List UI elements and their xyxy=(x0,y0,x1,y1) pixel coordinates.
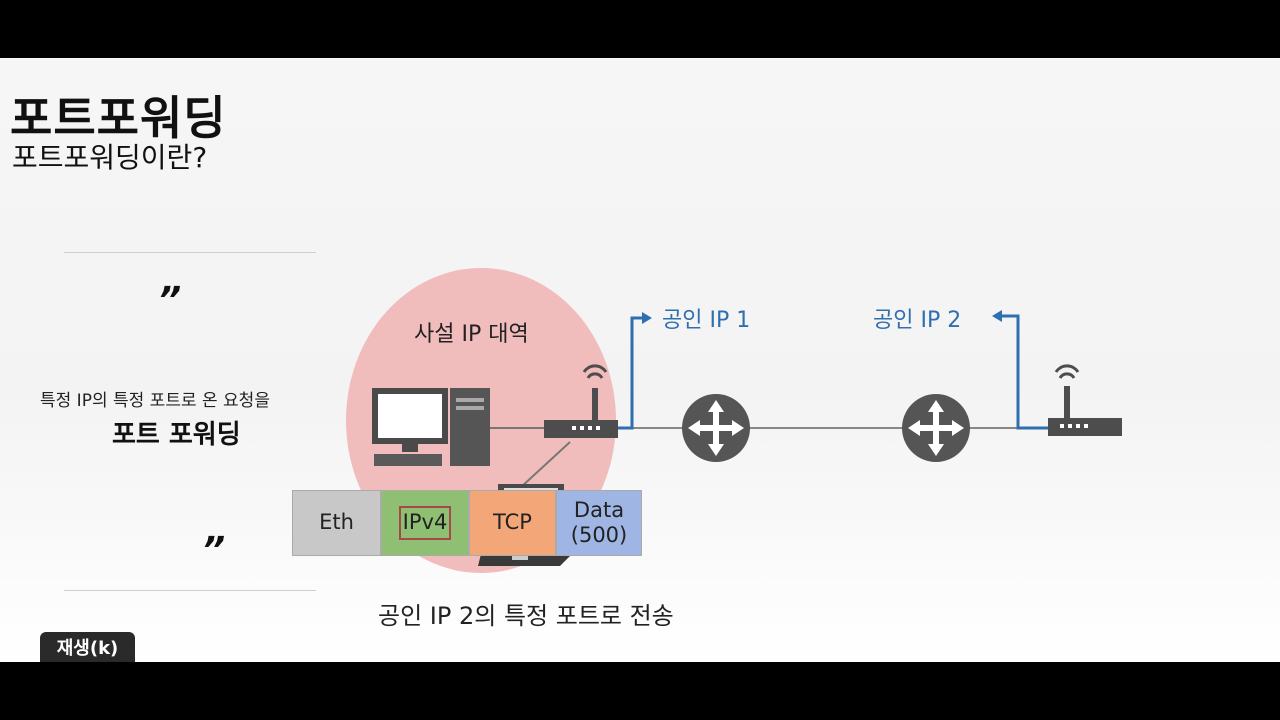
packet-tcp-segment: TCP xyxy=(469,490,556,556)
wifi-router-icon xyxy=(544,364,618,438)
remote-wifi-router-icon xyxy=(1048,364,1122,436)
public-ip2-label: 공인 IP 2 xyxy=(873,308,962,333)
packet-eth-label: Eth xyxy=(319,510,354,535)
public-ip2-arrow xyxy=(1000,314,1050,430)
packet-ipv4-segment: IPv4 xyxy=(381,490,469,556)
presentation-slide: 포트포워딩 포트포워딩이란? ” 특정 IP의 특정 포트로 온 요청을 포트 … xyxy=(0,58,1280,662)
quote-line-1: 특정 IP의 특정 포트로 온 요청을 xyxy=(40,391,270,411)
public-ip1-label: 공인 IP 1 xyxy=(662,308,751,333)
packet-ipv4-label: IPv4 xyxy=(398,506,452,540)
packet-data-segment: Data (500) xyxy=(556,490,642,556)
play-button[interactable]: 재생(k) xyxy=(40,632,135,662)
packet-data-port: (500) xyxy=(570,523,628,547)
quote-bottom-rule xyxy=(64,590,316,591)
core-router-2-icon xyxy=(902,394,970,462)
core-router-1-icon xyxy=(682,394,750,462)
packet-data-label: Data xyxy=(573,497,625,522)
public-ip1-arrow xyxy=(618,316,642,430)
slide-title: 포트포워딩 xyxy=(10,91,227,145)
packet-eth-segment: Eth xyxy=(292,490,381,556)
private-ip-zone-label: 사설 IP 대역 xyxy=(414,322,529,347)
public-ip1-arrowhead xyxy=(642,312,652,324)
public-ip2-arrowhead xyxy=(992,310,1002,322)
network-diagram xyxy=(372,310,1122,566)
quote-close-mark: ” xyxy=(202,530,226,571)
quote-open-mark: ” xyxy=(158,280,182,321)
laptop-link-line xyxy=(519,441,571,489)
slide-subtitle: 포트포워딩이란? xyxy=(12,141,208,174)
packet-tcp-label: TCP xyxy=(493,510,532,535)
desktop-computer-icon xyxy=(372,388,490,466)
quote-top-rule xyxy=(64,252,316,253)
quote-line-2: 포트 포워딩 xyxy=(112,420,241,450)
slide-caption: 공인 IP 2의 특정 포트로 전송 xyxy=(378,602,674,630)
